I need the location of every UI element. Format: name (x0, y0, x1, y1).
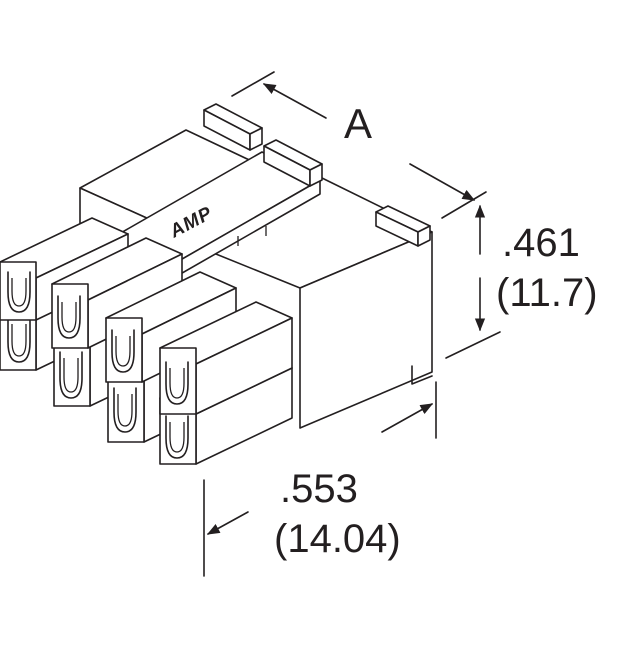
dim-a-arrow-right (409, 163, 476, 201)
dim-a-extension-left (231, 71, 275, 97)
width-inch-label: .553 (280, 467, 358, 511)
width-arrow-right (381, 403, 434, 433)
housing-side-face (299, 231, 433, 429)
dim-a-extension-right (441, 191, 487, 219)
polarizing-ribs (203, 103, 431, 247)
dimension-width: .553 (14.04) (203, 381, 437, 577)
width-arrow-left (206, 511, 249, 535)
width-mm-label: (14.04) (274, 517, 401, 561)
rib-1-side (249, 127, 263, 151)
dim-a-arrow-left (262, 83, 327, 119)
height-mm-label: (11.7) (496, 271, 598, 315)
rib-3-side (417, 225, 431, 247)
rib-2-side (309, 163, 323, 187)
height-inch-label: .461 (502, 221, 580, 265)
dim-a-label: A (344, 100, 372, 147)
cavity-top-4 (159, 301, 293, 415)
terminal-cavities (0, 217, 293, 465)
housing-step (411, 365, 433, 385)
height-extension-bottom (445, 331, 501, 359)
dimension-height: .461 (11.7) (445, 204, 598, 359)
connector-housing (79, 129, 433, 429)
dimension-a: A (231, 71, 487, 219)
